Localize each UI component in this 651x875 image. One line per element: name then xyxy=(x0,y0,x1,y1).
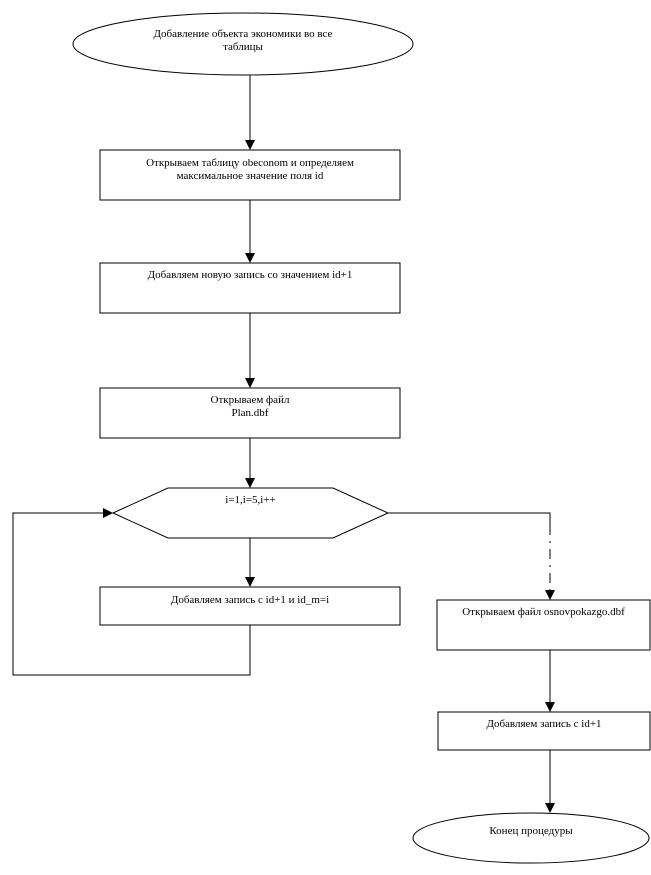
arrowhead xyxy=(245,478,255,488)
add-id-label: Добавляем запись с id+1 xyxy=(486,718,602,730)
process-loop-body xyxy=(99,586,401,626)
connector-loop-return xyxy=(12,512,251,676)
open-osnov-label: Открываем файл osnovpokazgo.dbf xyxy=(462,606,625,618)
end-terminator xyxy=(412,812,650,864)
loop-label: i=1,i=5,i++ xyxy=(225,494,276,506)
start-label: Добавление объекта экономики во все табл… xyxy=(113,28,373,54)
loop-body-label: Добавляем запись с id+1 и id_m=i xyxy=(170,594,330,606)
end-label: Конец процедуры xyxy=(489,825,573,837)
arrowhead xyxy=(245,140,255,150)
open-plan-label-line1: Открываем файл xyxy=(210,394,290,406)
arrowhead xyxy=(545,803,555,813)
arrowhead xyxy=(245,378,255,388)
add-record-label: Добавляем новую запись со значением id+1 xyxy=(147,269,353,281)
open-plan-label: Открываем файл Plan.dbf xyxy=(100,394,400,420)
arrowhead xyxy=(103,508,113,518)
open-obeconom-label: Открываем таблицу obeconom и определяем … xyxy=(100,157,400,183)
arrowhead xyxy=(245,253,255,263)
connector-loop-exit xyxy=(388,512,551,525)
arrowhead xyxy=(545,590,555,600)
process-open-plan xyxy=(99,387,401,439)
open-plan-label-line2: Plan.dbf xyxy=(231,407,269,419)
start-label-line1: Добавление объекта экономики во все xyxy=(153,28,333,40)
arrowhead xyxy=(245,577,255,587)
open-obeconom-label-line2: максимальное значение поля id xyxy=(176,170,324,182)
process-open-obeconom xyxy=(99,149,401,201)
process-open-osnov xyxy=(436,599,651,651)
open-obeconom-label-line1: Открываем таблицу obeconom и определяем xyxy=(146,157,354,169)
start-label-line2: таблицы xyxy=(223,41,263,53)
process-add-id xyxy=(437,711,651,751)
start-terminator xyxy=(72,12,414,76)
arrowhead xyxy=(545,702,555,712)
